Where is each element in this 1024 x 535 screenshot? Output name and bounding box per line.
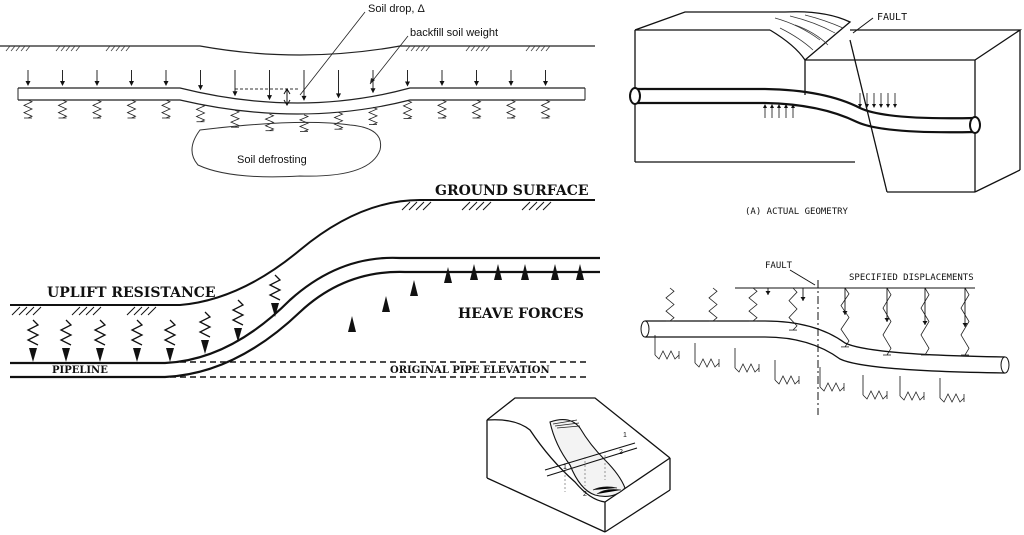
pipe-lower-edge — [18, 99, 585, 115]
specified-displacements-label: SPECIFIED DISPLACEMENTS — [849, 273, 974, 283]
section-label-1b: 1 — [623, 432, 627, 439]
heave-forces-label: HEAVE FORCES — [458, 306, 584, 322]
ground-surface-line — [10, 199, 595, 306]
actual-geometry-caption: (A) ACTUAL GEOMETRY — [745, 207, 849, 217]
frost-heave-diagram: GROUND SURFACE UPLIFT RESISTANCE HEAVE F… — [10, 183, 600, 379]
pipe-upper-edge — [18, 87, 585, 104]
backfill-weight-label: backfill soil weight — [410, 27, 498, 39]
section-label-2a: 2 — [619, 449, 623, 456]
fault-label: FAULT — [877, 12, 907, 23]
pipeline-lower — [10, 270, 600, 379]
backfill-load-arrows — [25, 70, 548, 101]
pipe-model — [645, 320, 1006, 358]
fault-block-diagram: FAULT (A) ACTUAL GEOMETRY — [629, 11, 1023, 217]
model-springs — [654, 287, 970, 403]
original-elevation-label: ORIGINAL PIPE ELEVATION — [390, 365, 550, 376]
fault-model-label: FAULT — [765, 261, 793, 271]
landslide-mass — [549, 419, 626, 497]
pipeline-label: PIPELINE — [52, 365, 108, 376]
ground-surface-label: GROUND SURFACE — [435, 183, 589, 199]
landslide-block-diagram: 1 1 2 2 — [486, 397, 671, 533]
uplift-resistance-arrows — [26, 274, 282, 362]
pipeline-upper — [10, 256, 600, 365]
soil-defrost-diagram: Soil drop, Δ backfill soil weight Soil d… — [0, 3, 595, 178]
soil-defrost-zone — [191, 121, 382, 178]
soil-defrost-label: Soil defrosting — [237, 154, 307, 166]
section-label-2b: 2 — [583, 491, 587, 498]
uplift-resistance-label: UPLIFT RESISTANCE — [47, 285, 216, 301]
fault-spring-model: FAULT SPECIFIED DISPLACEMENTS — [640, 261, 1010, 415]
soil-drop-label: Soil drop, Δ — [368, 3, 426, 15]
section-label-1a: 1 — [563, 464, 567, 471]
soil-springs — [23, 99, 551, 132]
displacement-arrows — [765, 288, 968, 327]
soil-reaction-arrows — [763, 93, 897, 118]
heave-force-arrows — [348, 264, 584, 332]
